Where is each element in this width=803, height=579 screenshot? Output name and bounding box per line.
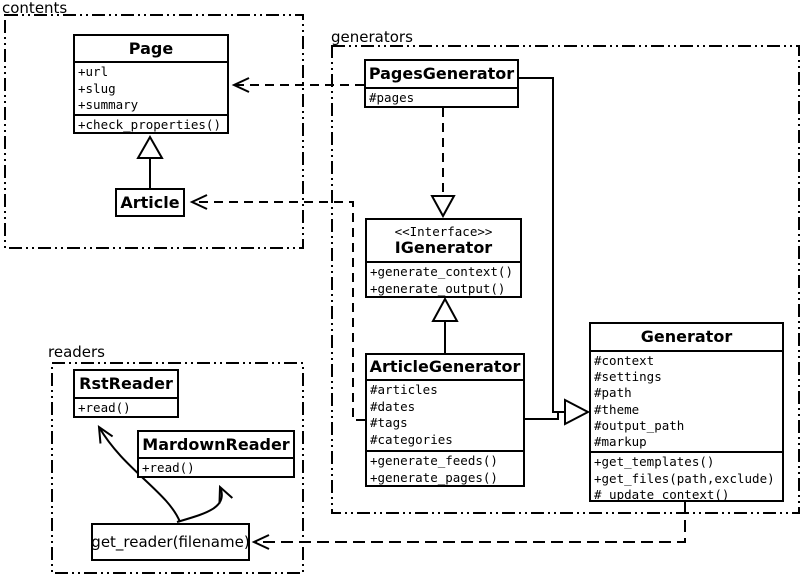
class-article: Article: [115, 188, 185, 217]
class-generator-methods: +get_templates() +get_files(path,exclude…: [591, 451, 782, 500]
class-mardownreader-name: MardownReader: [142, 434, 290, 454]
class-generator-name: Generator: [640, 327, 733, 346]
class-rstreader-methods: +read(): [75, 397, 177, 416]
class-mardownreader-methods: +read(): [139, 457, 293, 476]
realization-arrow-articlegenerator-to-igenerator: [431, 296, 459, 353]
inheritance-arrow-article-to-page: [136, 134, 164, 188]
class-mardownreader: MardownReader +read(): [137, 430, 295, 478]
package-generators-frame: [331, 45, 800, 514]
class-page-attributes: +url +slug +summary: [75, 61, 227, 114]
package-generators-label: generators: [331, 28, 413, 46]
inheritance-arrow-pagesgenerator-to-generator: [519, 77, 565, 413]
class-articlegenerator-methods: +generate_feeds() +generate_pages(): [367, 450, 523, 485]
class-pagesgenerator-name: PagesGenerator: [368, 64, 515, 83]
class-article-name: Article: [120, 192, 180, 212]
class-igenerator-name: IGenerator: [394, 237, 493, 257]
class-articlegenerator-name: ArticleGenerator: [369, 357, 521, 376]
class-generator-attributes: #context #settings #path #theme #output_…: [591, 350, 782, 451]
association-arrow-getreader-to-mardownreader: [176, 484, 233, 523]
package-readers-label: readers: [48, 343, 105, 361]
class-rstreader: RstReader +read(): [73, 369, 179, 418]
class-page-methods: +check_properties(): [75, 114, 227, 132]
class-rstreader-name: RstReader: [79, 374, 173, 393]
class-pagesgenerator-attributes: #pages: [366, 87, 517, 106]
association-arrow-getreader-to-rstreader: [97, 424, 181, 523]
package-contents-label: contents: [2, 0, 68, 17]
class-pagesgenerator: PagesGenerator #pages: [364, 59, 519, 108]
class-igenerator-stereotype: <<Interface>>: [394, 223, 493, 239]
function-get-reader: get_reader(filename): [91, 523, 250, 561]
package-contents-frame: [4, 14, 304, 249]
class-igenerator-methods: +generate_context() +generate_output(): [367, 261, 520, 296]
dependency-arrow-articlegenerator-to-article: [189, 194, 365, 421]
class-generator: Generator #context #settings #path #them…: [589, 322, 784, 502]
class-igenerator: <<Interface>> IGenerator +generate_conte…: [365, 218, 522, 298]
inheritance-arrow-articlegenerator-to-generator: [525, 398, 591, 426]
package-readers-frame: [51, 362, 304, 574]
class-page-name: Page: [128, 38, 174, 58]
class-page: Page +url +slug +summary +check_properti…: [73, 34, 229, 134]
class-articlegenerator: ArticleGenerator #articles #dates #tags …: [365, 353, 525, 487]
realization-arrow-pagesgenerator-to-igenerator: [430, 108, 456, 219]
dependency-arrow-generator-to-getreader: [251, 502, 686, 550]
class-articlegenerator-attributes: #articles #dates #tags #categories: [367, 379, 523, 450]
